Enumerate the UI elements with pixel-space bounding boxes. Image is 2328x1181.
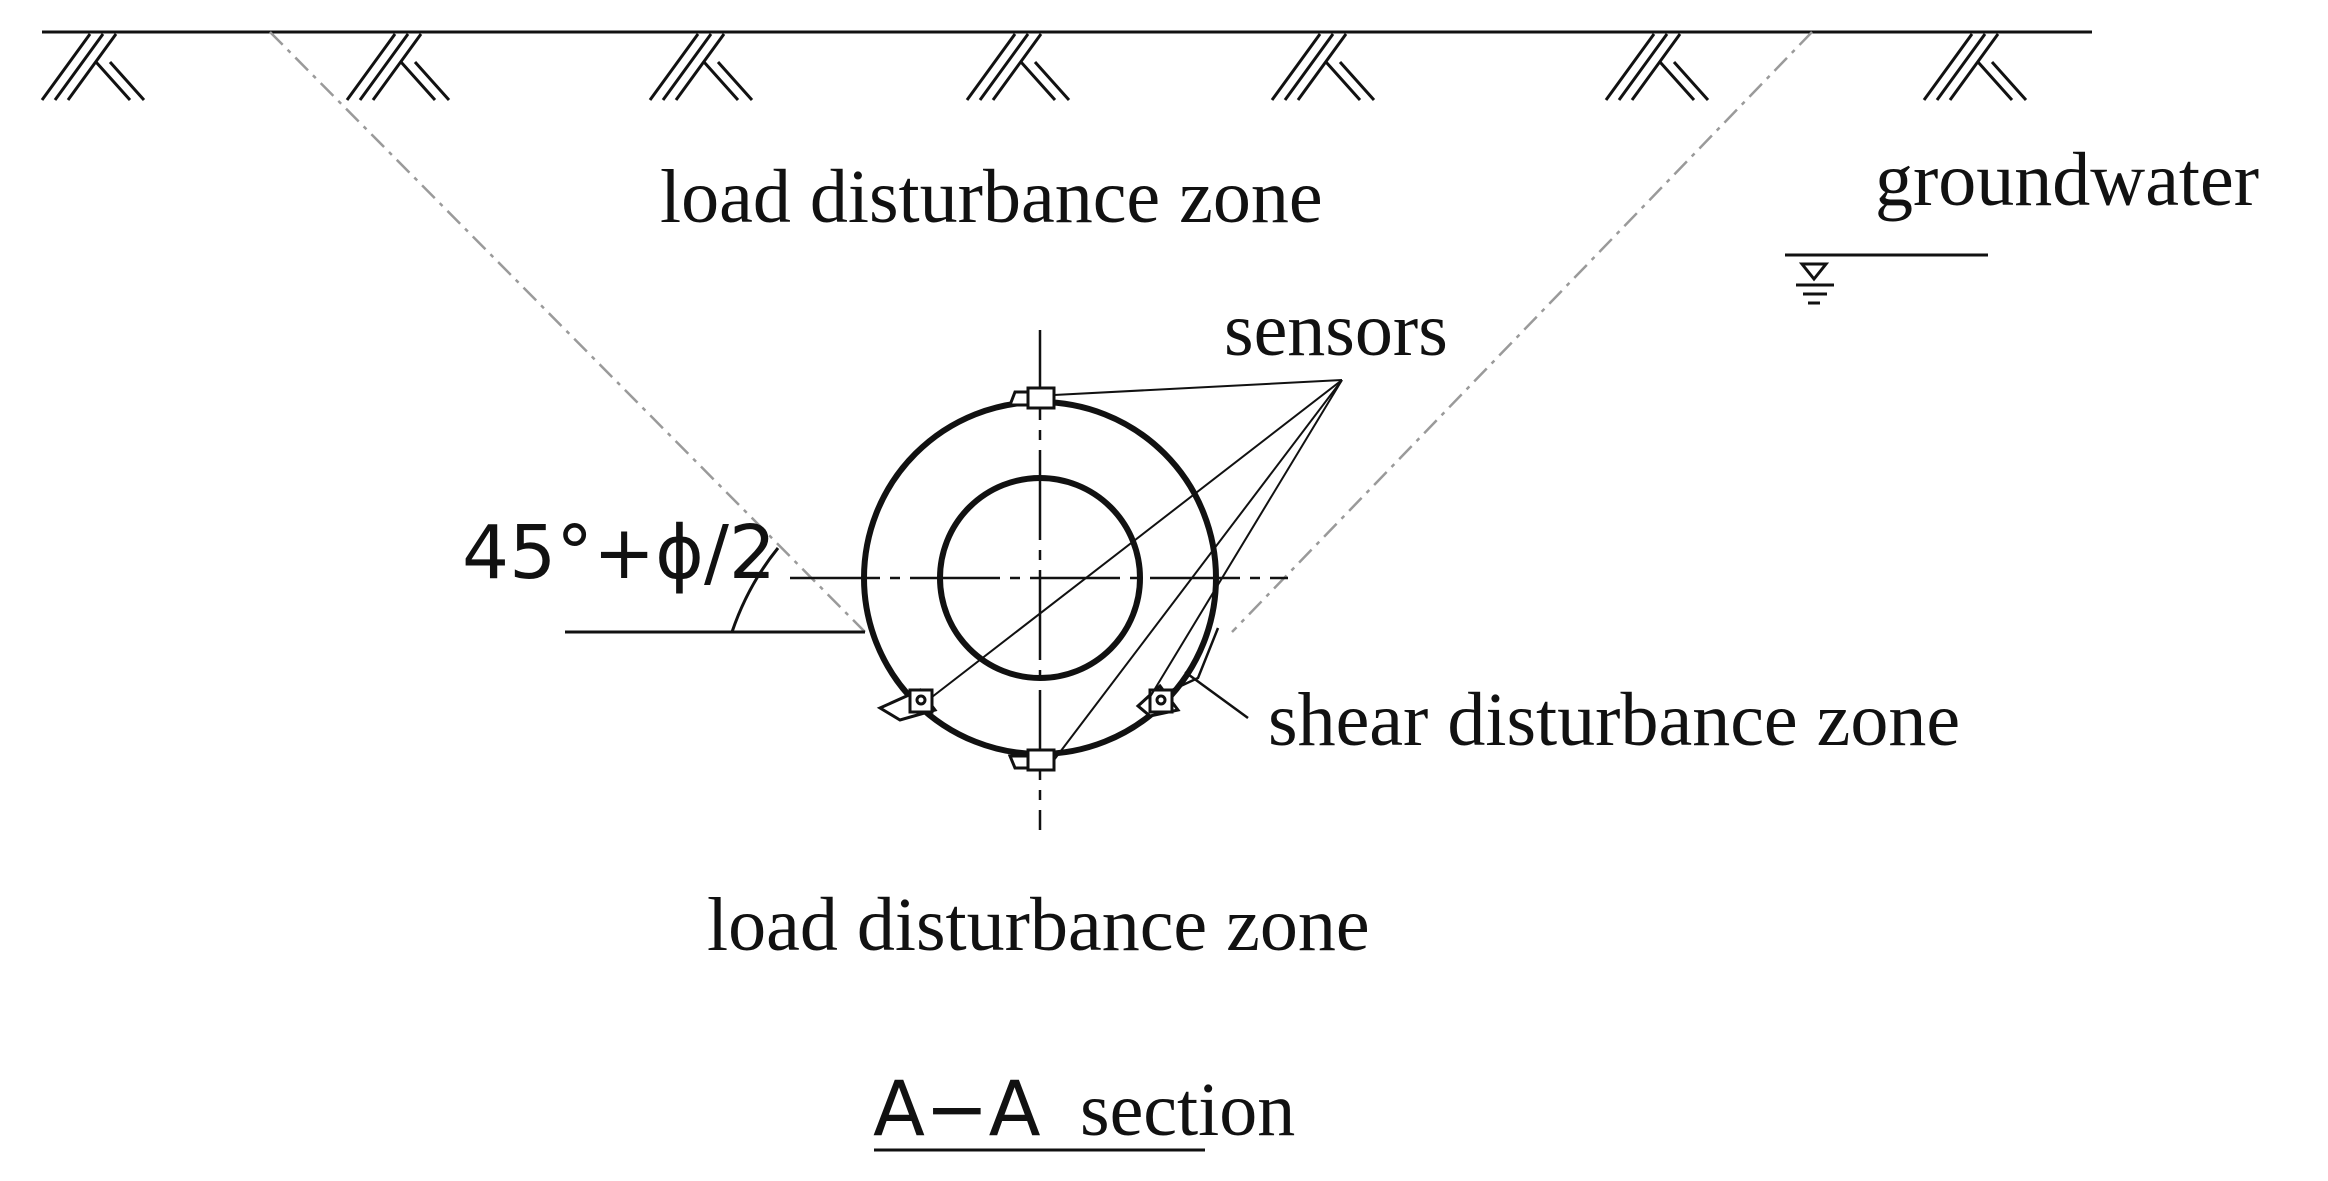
soil-hatch-5: [1270, 33, 1376, 102]
angle-label: 45°+ϕ/2: [462, 510, 776, 596]
load-zone-top-label: load disturbance zone: [660, 155, 1323, 239]
groundwater-label: groundwater: [1875, 138, 2259, 222]
soil-hatch-7: [1922, 33, 2028, 102]
soil-hatch-4: [965, 33, 1071, 102]
load-zone-bottom-label: load disturbance zone: [707, 883, 1370, 967]
soil-hatch-3: [648, 33, 754, 102]
failure-plane-left: [269, 31, 866, 633]
section-word: section: [1080, 1068, 1295, 1152]
sensor-lower-left: [876, 688, 938, 722]
sensor-leader-lines: [931, 379, 1343, 761]
soil-hatch-6: [1604, 33, 1710, 102]
shear-zone-label: shear disturbance zone: [1268, 678, 1960, 762]
soil-hatch-2: [345, 33, 451, 102]
sensors-label: sensors: [1224, 288, 1448, 372]
sensor-lower-right: [1135, 683, 1181, 718]
shear-zone-leader: [1171, 627, 1249, 720]
groundwater-symbol: [1785, 253, 1988, 305]
section-prefix: A−A: [873, 1064, 1041, 1153]
soil-hatch-symbols: [40, 33, 2028, 102]
tunnel-centerlines: [790, 330, 1288, 830]
angle-arc: [730, 547, 780, 633]
failure-planes: [269, 31, 1813, 633]
soil-hatch-1: [40, 33, 146, 102]
sensor-top: [1007, 386, 1056, 410]
sensor-bottom: [1007, 748, 1056, 772]
angle-annotation: [565, 547, 865, 634]
failure-plane-right: [1231, 31, 1813, 633]
sensors-group: [876, 386, 1181, 772]
